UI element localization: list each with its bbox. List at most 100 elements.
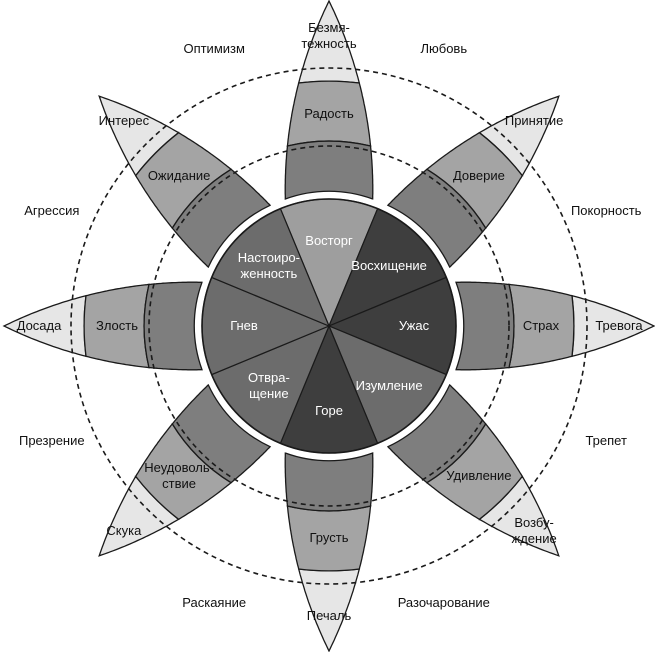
sadness-intense-label: Горе	[315, 403, 343, 418]
bottom-petal	[284, 452, 374, 652]
disgust-intense-label: Отвра-щение	[248, 370, 290, 401]
fear-mild-label-line: Страх	[523, 318, 560, 333]
trust-outer-label: Принятие	[505, 113, 564, 128]
anticipation-intense-label: Настоиро-женность	[238, 250, 300, 281]
surprise-outer-label: Возбу-ждение	[512, 515, 557, 546]
trust-intense-label: Восхищение	[351, 258, 427, 273]
dyad-label-1-line: Покорность	[571, 203, 642, 218]
dyad-label-0-line: Любовь	[420, 41, 467, 56]
fear-outer-label: Тревога	[595, 318, 643, 333]
anger-mild-label-line: Злость	[96, 318, 138, 333]
trust-intense-label-line: Восхищение	[351, 258, 427, 273]
joy-mild-band	[286, 80, 372, 147]
joy-basic-band	[284, 140, 374, 200]
anticipation-intense-label-line: Настоиро-	[238, 250, 300, 265]
inner-dashed-ring	[148, 145, 510, 507]
sadness-intense-label-line: Горе	[315, 403, 343, 418]
fear-outer-band	[571, 294, 655, 357]
trust-mild-label-line: Доверие	[453, 168, 505, 183]
joy-intense-label: Восторг	[305, 233, 353, 248]
surprise-mild-label-line: Удивление	[446, 468, 511, 483]
joy-intense-label-line: Восторг	[305, 233, 353, 248]
anticipation-basic-band	[171, 168, 272, 269]
trust-mild-band	[425, 131, 524, 229]
ring-layer	[70, 67, 588, 585]
dyad-label-1: Покорность	[571, 203, 642, 218]
disgust-basic-band	[171, 383, 272, 484]
surprise-basic-band	[386, 383, 487, 484]
disgust-outer-label: Скука	[106, 523, 142, 538]
joy-outer-label-line: Безмя-	[308, 20, 350, 35]
bottom-left-petal	[98, 383, 272, 557]
joy-outer-band	[297, 0, 360, 84]
anticipation-outer-band	[98, 95, 180, 177]
dyad-label-0: Любовь	[420, 41, 467, 56]
anticipation-mild-band	[134, 131, 232, 230]
disgust-mild-band	[134, 423, 233, 521]
fear-mild-band	[508, 283, 575, 369]
dyad-label-2: Трепет	[585, 433, 627, 448]
fear-intense-label-line: Ужас	[399, 318, 430, 333]
anger-intense-label-line: Гнев	[230, 318, 258, 333]
bottom-right-petal	[386, 383, 560, 557]
disgust-intense-label-line: Отвра-	[248, 370, 290, 385]
trust-outer-label-line: Принятие	[505, 113, 564, 128]
top-right-petal	[386, 95, 560, 269]
joy-mild-label: Радость	[304, 106, 354, 121]
anticipation-intense-label-line: женность	[241, 266, 298, 281]
sadness-mild-label-line: Грусть	[310, 530, 349, 545]
fear-intense-label: Ужас	[399, 318, 430, 333]
disgust-mild-label-line: Неудоволь-	[144, 460, 214, 475]
dyad-label-3: Разочарование	[398, 595, 490, 610]
top-left-petal	[98, 95, 272, 269]
trust-mild-label: Доверие	[453, 168, 505, 183]
top-petal	[284, 0, 374, 200]
anger-basic-band	[143, 281, 203, 371]
left-petal	[2, 281, 203, 371]
surprise-intense-label-line: Изумление	[356, 378, 423, 393]
anger-mild-label: Злость	[96, 318, 138, 333]
surprise-outer-label-line: ждение	[512, 531, 557, 546]
dyad-label-6: Агрессия	[24, 203, 79, 218]
disgust-mild-label: Неудоволь-ствие	[144, 460, 214, 491]
fear-basic-band	[455, 281, 515, 371]
joy-mild-label-line: Радость	[304, 106, 354, 121]
surprise-outer-band	[478, 475, 560, 557]
sadness-outer-label-line: Печаль	[307, 608, 352, 623]
right-petal	[455, 281, 655, 371]
joy-outer-label-line: тежность	[301, 36, 356, 51]
disgust-outer-band	[98, 475, 180, 557]
dyad-label-5-line: Презрение	[19, 433, 85, 448]
anger-intense-label: Гнев	[230, 318, 258, 333]
trust-basic-band	[386, 168, 487, 269]
anger-outer-label: Досада	[17, 318, 62, 333]
disgust-mild-label-line: ствие	[162, 476, 196, 491]
dyad-label-5: Презрение	[19, 433, 85, 448]
anticipation-outer-label-line: Интерес	[99, 113, 150, 128]
anticipation-outer-label: Интерес	[99, 113, 150, 128]
sadness-outer-band	[298, 568, 361, 652]
disgust-outer-label-line: Скука	[106, 523, 142, 538]
surprise-mild-band	[426, 422, 524, 521]
disgust-intense-label-line: щение	[249, 386, 288, 401]
dyad-label-2-line: Трепет	[585, 433, 627, 448]
sadness-outer-label: Печаль	[307, 608, 352, 623]
anticipation-mild-label-line: Ожидание	[148, 168, 211, 183]
dyad-label-3-line: Разочарование	[398, 595, 490, 610]
sadness-mild-band	[286, 505, 372, 572]
anger-outer-label-line: Досада	[17, 318, 62, 333]
trust-outer-band	[478, 95, 560, 177]
dyad-label-6-line: Агрессия	[24, 203, 79, 218]
sadness-basic-band	[284, 452, 374, 512]
core-circle	[201, 198, 457, 454]
fear-outer-label-line: Тревога	[595, 318, 643, 333]
fear-mild-label: Страх	[523, 318, 560, 333]
surprise-outer-label-line: Возбу-	[514, 515, 554, 530]
anger-outer-band	[2, 295, 87, 358]
dyad-label-4-line: Раскаяние	[182, 595, 246, 610]
joy-outer-label: Безмя-тежность	[301, 20, 356, 51]
